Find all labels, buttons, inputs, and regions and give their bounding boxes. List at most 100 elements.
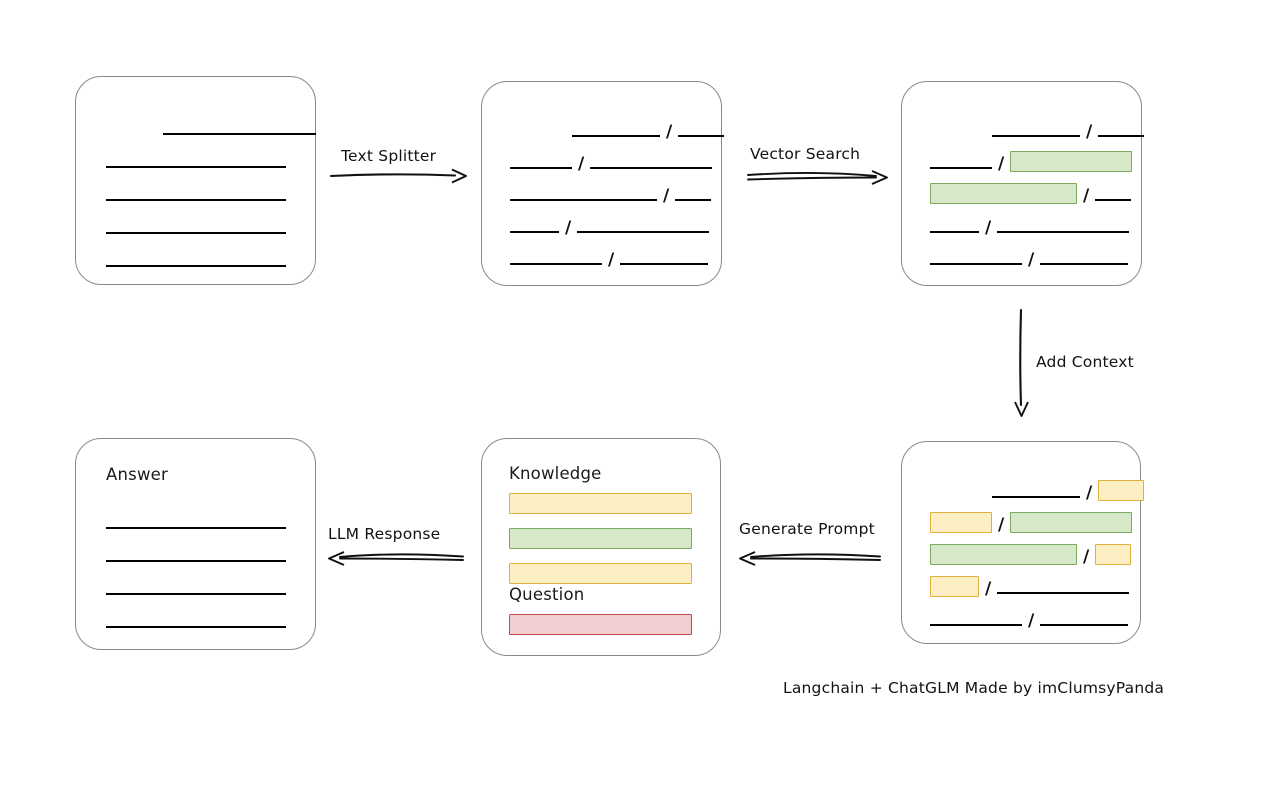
context-document-box: / / / / / <box>901 441 1145 644</box>
text-line <box>620 263 709 265</box>
document-row <box>106 542 315 562</box>
split-chunks-rows: / / / / / <box>482 82 725 285</box>
text-line <box>572 135 660 137</box>
text-line <box>510 263 602 265</box>
edge-label-vector-search: Vector Search <box>750 145 861 163</box>
text-line <box>1040 263 1129 265</box>
document-row <box>106 148 315 168</box>
question-heading: Question <box>509 585 585 604</box>
document-row: / <box>510 245 721 270</box>
text-line <box>106 593 286 595</box>
row-slash-separator: / <box>1028 250 1035 270</box>
document-row: / <box>930 181 1141 205</box>
split-chunks-box: / / / / / <box>481 81 725 286</box>
text-line <box>510 231 559 233</box>
answer-heading: Answer <box>106 465 168 484</box>
document-row: / <box>930 149 1141 174</box>
text-line <box>106 199 286 201</box>
text-line <box>992 135 1080 137</box>
highlighted-chunk-green <box>1010 151 1133 172</box>
text-line <box>106 560 286 562</box>
source-document-rows <box>76 77 316 284</box>
document-row <box>106 575 315 595</box>
row-slash-separator: / <box>1083 547 1090 567</box>
document-row <box>106 608 315 628</box>
text-line <box>510 199 657 201</box>
knowledge-bar-3 <box>509 563 692 584</box>
highlighted-chunk-green <box>930 183 1077 204</box>
row-slash-separator: / <box>1028 611 1035 631</box>
edge-label-llm-response: LLM Response <box>328 525 441 543</box>
document-row <box>106 247 315 267</box>
text-line <box>510 167 572 169</box>
edge-label-generate-prompt: Generate Prompt <box>739 520 875 538</box>
row-slash-separator: / <box>985 218 992 238</box>
row-slash-separator: / <box>1086 122 1093 142</box>
highlighted-chunk-yellow <box>930 512 992 533</box>
answer-document-rows <box>76 439 315 649</box>
arrow-llm-response <box>328 551 464 566</box>
text-line <box>930 263 1022 265</box>
document-row <box>106 115 316 135</box>
highlighted-chunk-yellow <box>1098 480 1145 501</box>
arrow-add-context <box>1014 308 1029 417</box>
highlighted-chunk-yellow <box>930 576 979 597</box>
document-row: / <box>930 510 1140 535</box>
text-line <box>992 496 1080 498</box>
text-line <box>997 592 1130 594</box>
row-slash-separator: / <box>565 218 572 238</box>
text-line <box>106 527 286 529</box>
document-row <box>106 509 315 529</box>
context-document-rows: / / / / / <box>902 442 1145 643</box>
text-line <box>997 231 1130 233</box>
text-line <box>675 199 712 201</box>
highlighted-chunk-green <box>930 544 1077 565</box>
row-slash-separator: / <box>608 250 615 270</box>
highlighted-chunk-green <box>1010 512 1133 533</box>
text-line <box>106 232 286 234</box>
text-line <box>930 231 979 233</box>
source-document-box <box>75 76 316 285</box>
arrow-text-splitter <box>329 168 467 184</box>
text-line <box>1095 199 1132 201</box>
knowledge-heading: Knowledge <box>509 464 602 483</box>
document-row: / <box>930 245 1141 270</box>
row-slash-separator: / <box>998 154 1005 174</box>
text-line <box>1040 624 1129 626</box>
document-row: / <box>930 478 1145 502</box>
prompt-document-box: Knowledge Question <box>481 438 721 656</box>
row-slash-separator: / <box>998 515 1005 535</box>
document-row: / <box>930 213 1141 238</box>
arrow-generate-prompt <box>739 551 881 566</box>
text-line <box>678 135 725 137</box>
retrieved-chunks-box: / / / / / <box>901 81 1145 286</box>
row-slash-separator: / <box>666 122 673 142</box>
text-line <box>106 166 286 168</box>
text-line <box>106 626 286 628</box>
document-row: / <box>510 181 721 206</box>
document-row: / <box>510 149 721 174</box>
footer-credit: Langchain + ChatGLM Made by imClumsyPand… <box>783 679 1165 697</box>
edge-label-add-context: Add Context <box>1036 353 1134 371</box>
document-row: / <box>930 606 1140 631</box>
text-line <box>590 167 713 169</box>
edge-label-text-splitter: Text Splitter <box>341 147 437 165</box>
document-row: / <box>510 117 725 142</box>
retrieved-chunks-rows: / / / / / <box>902 82 1145 285</box>
text-line <box>106 265 286 267</box>
text-line <box>1098 135 1145 137</box>
document-row: / <box>510 213 721 238</box>
row-slash-separator: / <box>985 579 992 599</box>
row-slash-separator: / <box>663 186 670 206</box>
row-slash-separator: / <box>578 154 585 174</box>
text-line <box>577 231 710 233</box>
arrow-vector-search <box>747 170 888 185</box>
highlighted-chunk-yellow <box>1095 544 1132 565</box>
document-row <box>106 214 315 234</box>
knowledge-bar-1 <box>509 493 692 514</box>
document-row <box>106 181 315 201</box>
question-bar-1 <box>509 614 692 635</box>
text-line <box>163 133 316 135</box>
knowledge-bar-2 <box>509 528 692 549</box>
